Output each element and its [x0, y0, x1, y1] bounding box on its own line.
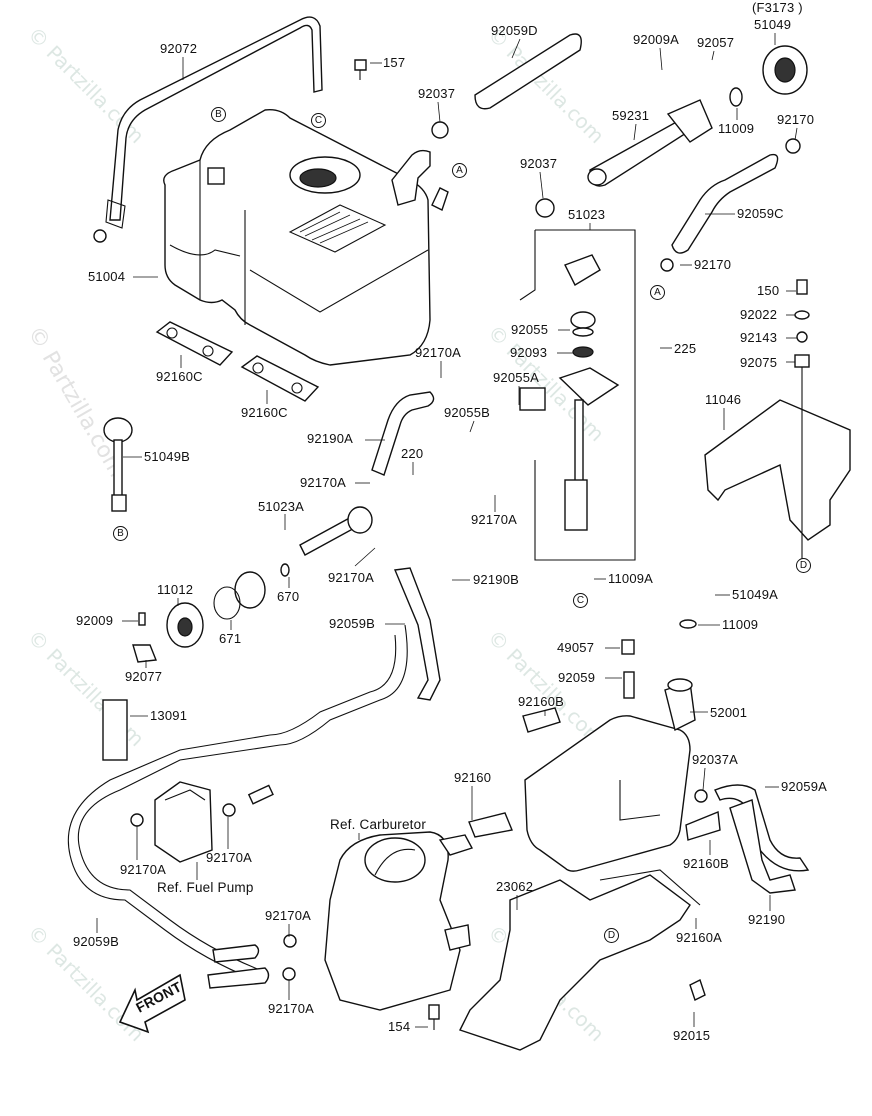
callout-C: C	[311, 113, 326, 128]
part-label[interactable]: 92170A	[300, 475, 347, 490]
part-label[interactable]: 92170	[694, 257, 732, 272]
hose-92059D	[474, 33, 582, 110]
part-label[interactable]: 92059	[558, 670, 596, 685]
part-label[interactable]: 92055B	[444, 405, 491, 420]
hose-92059C	[671, 153, 779, 254]
hose-clip-13091	[102, 699, 128, 761]
part-label[interactable]: 671	[219, 631, 242, 646]
callout-D: D	[604, 928, 619, 943]
part-label[interactable]: 92075	[740, 355, 778, 370]
tank-pad	[155, 321, 234, 366]
part-label[interactable]: 225	[674, 341, 697, 356]
part-label[interactable]: 92170A	[120, 862, 167, 877]
part-label[interactable]: 92059B	[73, 934, 120, 949]
part-label[interactable]: 92059C	[737, 206, 784, 221]
part-label[interactable]: 92015	[673, 1028, 711, 1043]
part-label[interactable]: 92037	[418, 86, 456, 101]
hose-92190	[729, 799, 796, 894]
ref-carburetor-label: Ref. Carburetor	[330, 817, 427, 832]
bracket-23062	[459, 874, 691, 1051]
part-label[interactable]: 92190	[748, 912, 786, 927]
part-label[interactable]: 92190A	[307, 431, 354, 446]
oil-tank	[524, 678, 696, 872]
part-label[interactable]: 92077	[125, 669, 163, 684]
tank-pad	[240, 355, 320, 402]
part-label[interactable]: 13091	[150, 708, 188, 723]
part-label[interactable]: 92037	[520, 156, 558, 171]
part-label[interactable]: 11012	[157, 582, 194, 597]
front-arrow-shape	[118, 973, 186, 1034]
part-label[interactable]: 59231	[612, 108, 650, 123]
part-label[interactable]: 51023	[568, 207, 606, 222]
part-label[interactable]: 670	[277, 589, 300, 604]
part-label[interactable]: 92057	[697, 35, 735, 50]
part-label[interactable]: 51049A	[732, 587, 779, 602]
part-label[interactable]: 92160A	[676, 930, 723, 945]
petcock-51023A	[234, 506, 373, 609]
callout-A: A	[650, 285, 665, 300]
part-label[interactable]: 92170A	[415, 345, 462, 360]
callout-D: D	[796, 558, 811, 573]
part-label[interactable]: 92055	[511, 322, 549, 337]
part-label[interactable]: 11009A	[608, 571, 654, 586]
part-label[interactable]: 52001	[710, 705, 748, 720]
part-label[interactable]: 92170A	[206, 850, 253, 865]
part-label[interactable]: 92170A	[328, 570, 375, 585]
part-label[interactable]: 92160B	[683, 856, 730, 871]
part-label[interactable]: 51023A	[258, 499, 305, 514]
bracket-11046	[704, 399, 851, 541]
part-label[interactable]: 92143	[740, 330, 778, 345]
carburetor	[324, 831, 474, 1011]
part-label[interactable]: 92160	[454, 770, 492, 785]
fuel-valve-assembly	[519, 254, 620, 531]
part-label[interactable]: 154	[388, 1019, 411, 1034]
part-label[interactable]: 92059D	[491, 23, 538, 38]
part-label[interactable]: 92160C	[156, 369, 203, 384]
callout-A: A	[452, 163, 467, 178]
part-label[interactable]: 92170A	[268, 1001, 315, 1016]
ref-fuel-pump-label: Ref. Fuel Pump	[157, 880, 254, 895]
part-label[interactable]: 51049	[754, 17, 792, 32]
part-label[interactable]: 92055A	[493, 370, 540, 385]
part-label[interactable]: 51049B	[144, 449, 191, 464]
part-label[interactable]: 92037A	[692, 752, 739, 767]
part-label[interactable]: 92170A	[265, 908, 312, 923]
part-label[interactable]: 49057	[557, 640, 595, 655]
fuel-tank-strap	[93, 16, 323, 243]
part-label[interactable]: 92009	[76, 613, 114, 628]
main-fuel-tank	[163, 108, 449, 366]
part-label[interactable]: 92059B	[329, 616, 376, 631]
part-label[interactable]: 220	[401, 446, 424, 461]
part-label[interactable]: 92160B	[518, 694, 565, 709]
part-label[interactable]: 92059A	[781, 779, 828, 794]
callout-B: B	[211, 107, 226, 122]
part-label[interactable]: 92022	[740, 307, 778, 322]
part-label[interactable]: 92190B	[473, 572, 520, 587]
hose-92059A	[714, 784, 810, 872]
part-label[interactable]: 150	[757, 283, 780, 298]
part-label[interactable]: 92009A	[633, 32, 680, 47]
figure-code: (F3173 )	[752, 0, 803, 15]
part-label[interactable]: 11009	[718, 121, 755, 136]
part-label[interactable]: 92170	[777, 112, 815, 127]
part-label[interactable]: 92170A	[471, 512, 518, 527]
fuel-gauge-sender	[103, 417, 133, 512]
callout-C: C	[573, 593, 588, 608]
part-label[interactable]: 92072	[160, 41, 198, 56]
part-label[interactable]: 11009	[722, 617, 759, 632]
part-label[interactable]: 23062	[496, 879, 534, 894]
callout-B: B	[113, 526, 128, 541]
part-label[interactable]: 92160C	[241, 405, 288, 420]
part-label[interactable]: 51004	[88, 269, 126, 284]
part-label[interactable]: 11046	[705, 392, 742, 407]
fuel-pump	[130, 781, 236, 863]
part-label[interactable]: 92093	[510, 345, 548, 360]
part-label[interactable]: 157	[383, 55, 406, 70]
